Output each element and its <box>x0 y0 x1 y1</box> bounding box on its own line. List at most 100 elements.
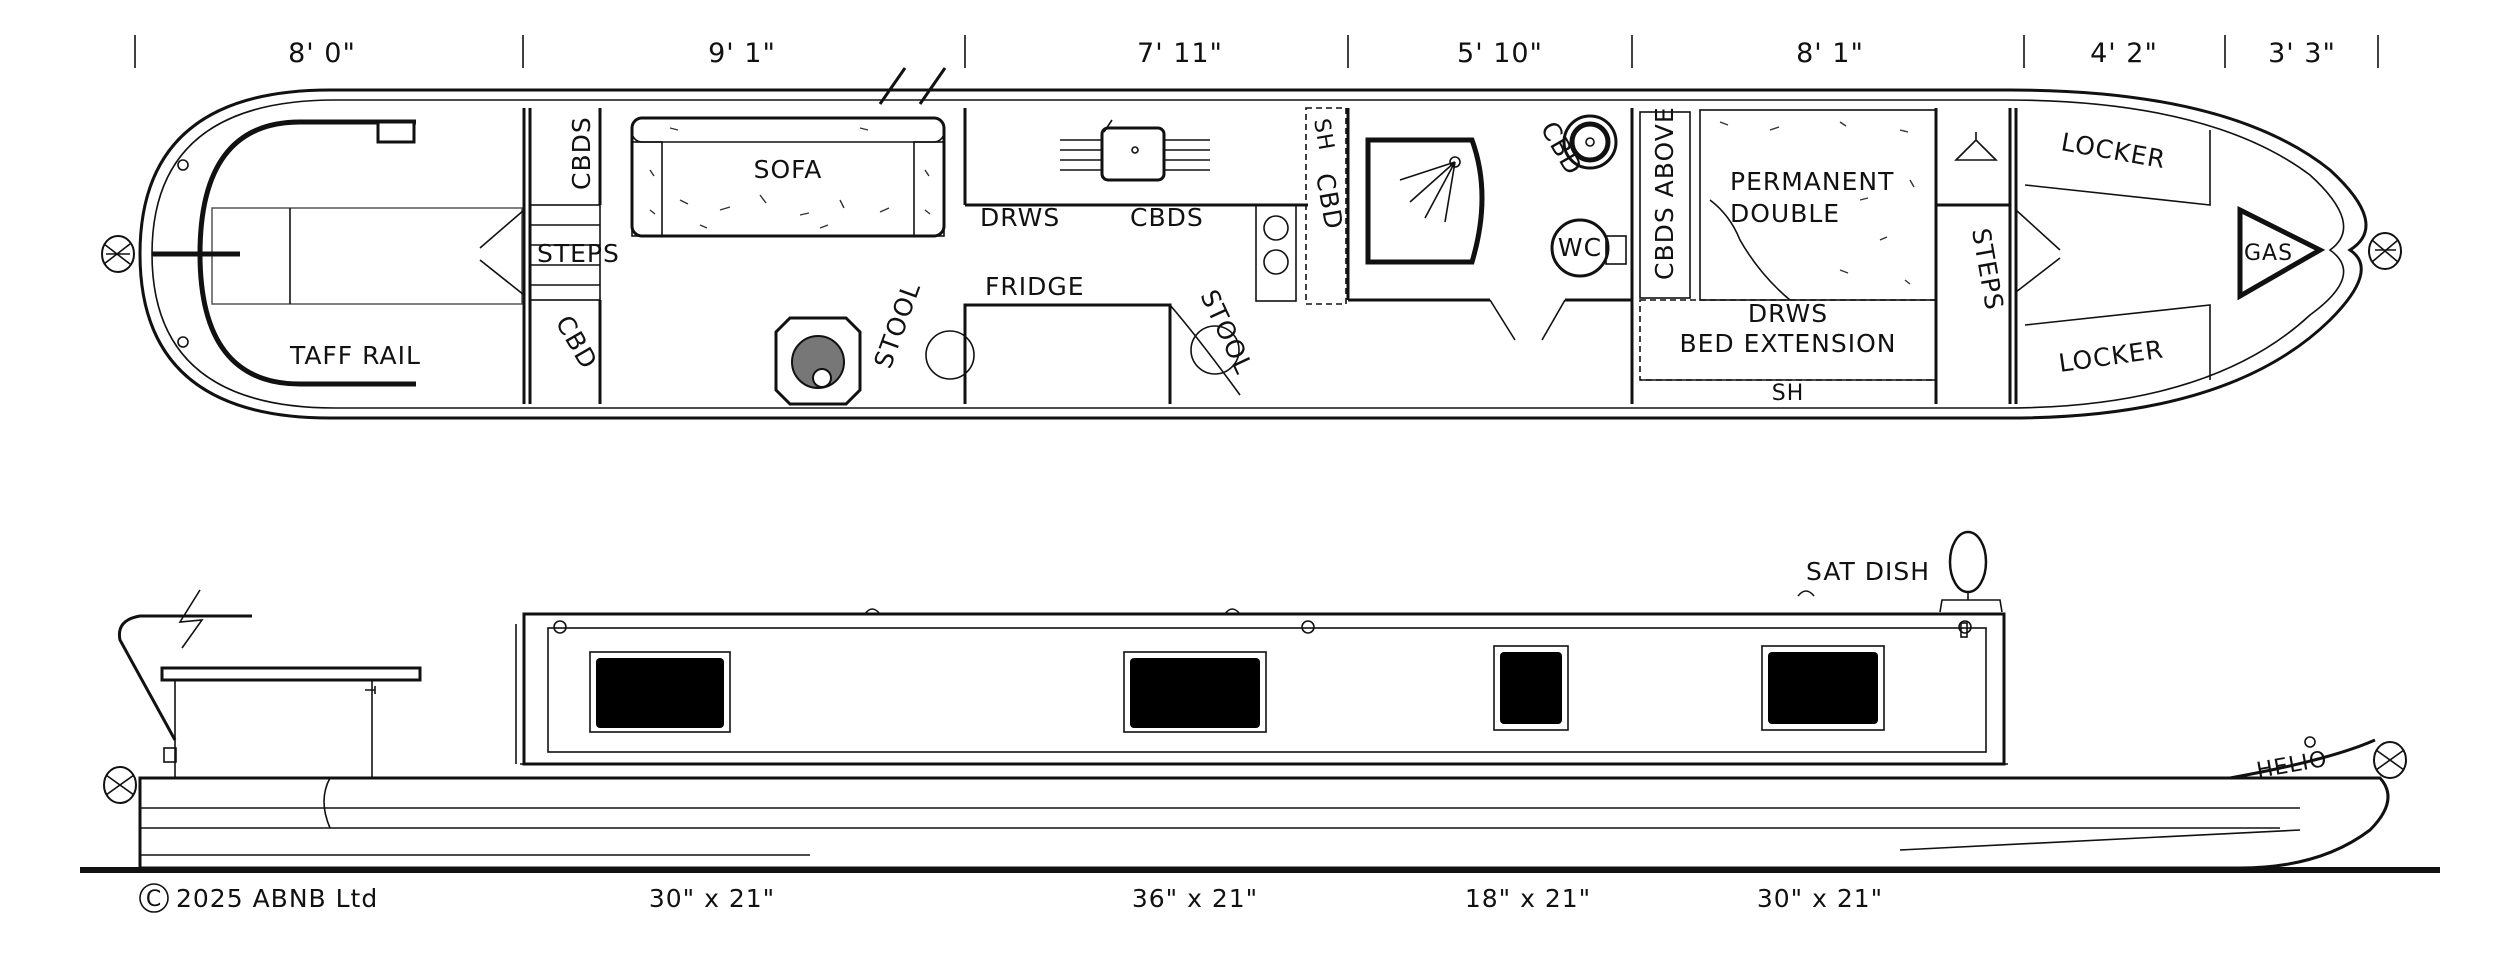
hob-ring <box>1263 215 1289 241</box>
stove-door <box>812 368 832 388</box>
drws-label: DRWS <box>980 203 1060 232</box>
copyright-text: 2025 ABNB Ltd <box>176 884 378 913</box>
bow-cleat <box>2304 736 2316 748</box>
stool <box>1190 325 1240 375</box>
stern-bollard <box>177 159 189 171</box>
stove <box>774 316 862 406</box>
stern-curve <box>323 777 331 829</box>
drws-bed-label: DRWS <box>1748 299 1828 328</box>
window-size: 30" x 21" <box>1757 884 1883 913</box>
taff-rail-side <box>117 614 252 741</box>
gas-locker <box>2237 205 2326 301</box>
pram-hood-frame <box>160 666 422 682</box>
dimension-label: 3' 3" <box>2268 38 2336 69</box>
cbds-left-label: CBDS <box>567 116 596 190</box>
sofa-arm <box>631 141 663 237</box>
sofa-label: SOFA <box>754 155 823 184</box>
basin-bowl <box>1569 121 1611 163</box>
hull-outline <box>138 88 2368 420</box>
sat-dish <box>1948 530 1988 594</box>
tiller-arm <box>178 589 204 649</box>
locker-top <box>2024 130 2211 206</box>
sh-galley-label: SH <box>1308 117 1338 153</box>
copyright-symbol <box>139 883 169 913</box>
stern-light <box>163 747 177 763</box>
window-glass <box>1130 658 1260 728</box>
fridge-label: FRIDGE <box>985 272 1085 301</box>
porthole-vent <box>553 620 567 634</box>
bed-cover-fold <box>1709 199 1791 301</box>
locker-bottom <box>2024 304 2211 380</box>
roof-vents <box>864 590 1815 615</box>
gas-label: GAS <box>2244 241 2293 266</box>
cbd-left-label: CBD <box>550 311 604 375</box>
window-frame <box>1761 645 1885 731</box>
window-glass <box>1500 652 1562 724</box>
dimension-label: 5' 10" <box>1457 38 1543 69</box>
captions: C 2025 ABNB Ltd 30" x 21" 36" x 21" 18" … <box>139 883 1883 913</box>
dimension-ruler: 8' 0" 9' 1" 7' 11" 5' 10" 8' 1" 4' 2" 3'… <box>134 35 2379 69</box>
cbds-above-label: CBDS ABOVE <box>1650 106 1679 280</box>
cbd-galley-label: CBD <box>1310 171 1348 232</box>
bath-doors <box>1489 299 1566 341</box>
floor-plan: TAFF RAIL STEPS CBDS CBD SOFA DRWS CBDS <box>101 67 2402 420</box>
steps-right-label: STEPS <box>1966 226 2009 313</box>
cabin-side <box>522 612 2006 766</box>
tap <box>1103 119 1113 133</box>
stern-fender-texture <box>105 774 135 796</box>
locker-bottom-label: LOCKER <box>2057 335 2166 378</box>
side-hull <box>138 776 2390 870</box>
window-size: 30" x 21" <box>649 884 775 913</box>
rear-doors <box>479 209 525 296</box>
bow-fender-texture <box>2371 239 2399 263</box>
dimension-label: 4' 2" <box>2090 38 2158 69</box>
stool <box>925 330 975 380</box>
window-glass <box>596 658 724 728</box>
shower-lines <box>1399 161 1456 223</box>
front-doors <box>2015 209 2061 293</box>
window-frame <box>1493 645 1569 731</box>
stern-deck-board <box>211 207 523 305</box>
fridge-door-arc <box>1169 304 1241 396</box>
side-hatch-doors <box>878 67 947 105</box>
dimension-label: 7' 11" <box>1137 38 1223 69</box>
galley-cupboard <box>1305 107 1347 305</box>
porthole-vent <box>1301 620 1315 634</box>
stern-fender-texture <box>103 243 131 265</box>
basin-drain <box>1585 137 1595 147</box>
door-handle <box>365 686 376 694</box>
sofa-arm <box>913 141 945 237</box>
dimension-label: 8' 0" <box>288 38 356 69</box>
side-elevation: HELIO SAT DISH <box>80 530 2440 873</box>
hob-ring <box>1263 249 1289 275</box>
shower-tray <box>1365 137 1485 265</box>
toilet <box>1550 218 1610 278</box>
hull-inner-line <box>151 99 2345 409</box>
stool-2-label: STOOL <box>1195 285 1259 378</box>
stern-bollard <box>177 336 189 348</box>
bow-strake <box>1899 829 2301 851</box>
permanent-label: PERMANENT <box>1730 167 1894 196</box>
fridge-unit <box>963 303 1172 404</box>
taff-rail-label: TAFF RAIL <box>289 341 421 370</box>
sat-dish-label: SAT DISH <box>1806 557 1930 586</box>
locker-top-label: LOCKER <box>2059 127 2168 174</box>
roof-box <box>1939 599 2003 613</box>
cbds-above <box>1639 111 1691 299</box>
sofa-texture <box>649 127 931 229</box>
sh-bed-label: SH <box>1772 381 1805 406</box>
window-glass <box>1768 652 1878 724</box>
stool-1-label: STOOL <box>868 278 926 372</box>
window-size: 36" x 21" <box>1132 884 1258 913</box>
bed-texture <box>1719 121 1915 285</box>
bow-fender-texture <box>2375 749 2405 771</box>
cbds-galley-label: CBDS <box>1130 203 1204 232</box>
copyright-symbol-letter: C <box>146 887 162 912</box>
shower-drain <box>1449 156 1461 168</box>
cabin-panel-line <box>547 627 1987 753</box>
bed-extension-label: BED EXTENSION <box>1679 329 1896 358</box>
rear-steps <box>529 204 601 301</box>
basin <box>1562 114 1618 170</box>
sink-drain <box>1131 146 1139 154</box>
